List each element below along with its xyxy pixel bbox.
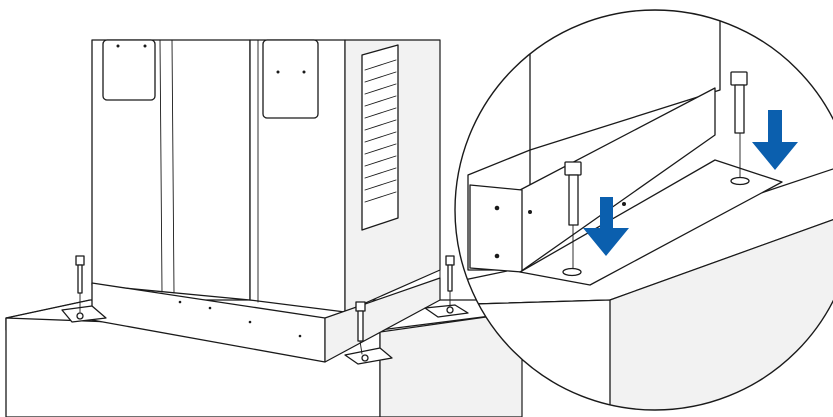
vent-grille bbox=[361, 44, 399, 231]
cabinet bbox=[91, 39, 441, 313]
base-frame bbox=[91, 263, 441, 363]
magnifier-circle bbox=[454, 9, 833, 411]
mounting-foot-right bbox=[344, 304, 469, 365]
bolt-right bbox=[445, 255, 455, 307]
mounting-foot-left bbox=[61, 305, 107, 323]
overview-illustration bbox=[5, 39, 523, 417]
detail-bolt-rear bbox=[730, 71, 748, 178]
down-arrow-icon bbox=[583, 197, 629, 256]
bolt-left bbox=[75, 255, 85, 313]
detail-bolt-front bbox=[564, 161, 582, 269]
bolt-center bbox=[355, 301, 366, 355]
detail-callout bbox=[454, 9, 833, 411]
down-arrow-icon bbox=[752, 110, 798, 170]
